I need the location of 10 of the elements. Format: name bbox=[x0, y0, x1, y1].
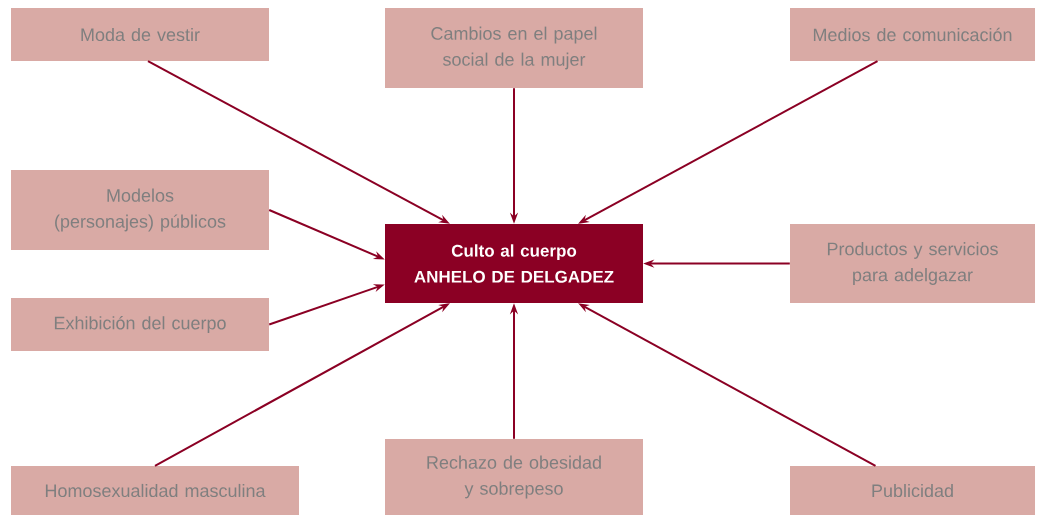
central-box: Culto al cuerpo ANHELO DE DELGADEZ bbox=[385, 224, 643, 303]
factor-box: Productos y servicios para adelgazar bbox=[790, 224, 1035, 303]
factor-box: Rechazo de obesidad y sobrepeso bbox=[385, 439, 643, 515]
factor-box: Moda de vestir bbox=[11, 8, 269, 61]
factor-box: Modelos (personajes) públicos bbox=[11, 170, 269, 250]
factor-box: Cambios en el papel social de la mujer bbox=[385, 8, 643, 88]
factor-box: Medios de comunicación bbox=[790, 8, 1035, 61]
factor-box: Homosexualidad masculina bbox=[11, 466, 299, 515]
factor-box: Exhibición del cuerpo bbox=[11, 298, 269, 351]
factor-box: Publicidad bbox=[790, 466, 1035, 515]
